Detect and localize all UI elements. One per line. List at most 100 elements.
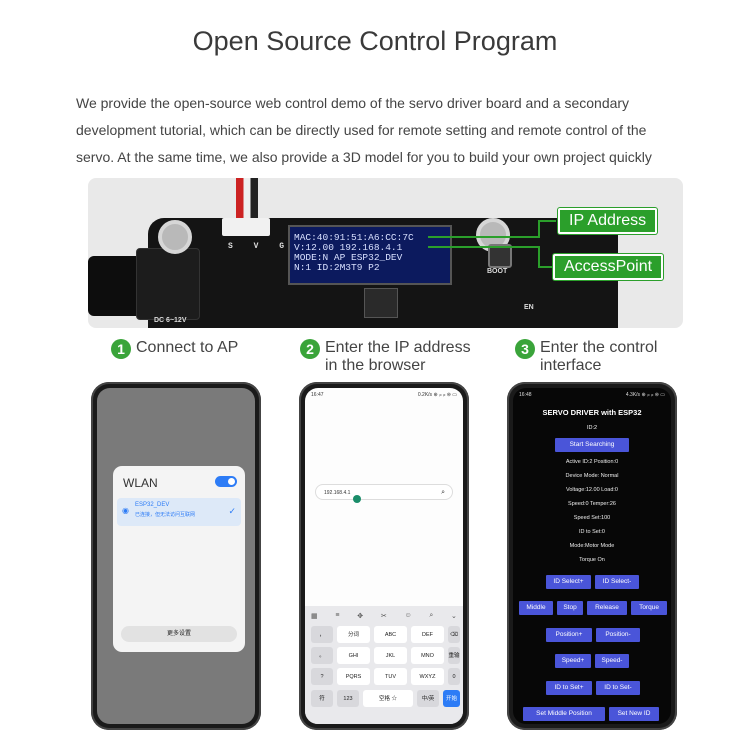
- dc-label: DC 6~12V: [154, 317, 187, 324]
- id-select-plus-button[interactable]: ID Select+: [546, 575, 591, 589]
- lang-key[interactable]: 中/英: [417, 690, 439, 707]
- ip-leader-line: [538, 220, 556, 222]
- key-label: ABC: [384, 632, 397, 638]
- status-bar: 16:47 0.2K/s ⊕ ᵢₗₗ ᵢₗₗ ⊜ ▭: [311, 392, 457, 398]
- pin-label: S V G: [228, 242, 293, 251]
- oled-line: N:1 ID:2M3T9 P2: [294, 262, 380, 273]
- network-item[interactable]: ◉ ESP32_DEV 已连接，但无法访问互联网 ✓: [117, 498, 241, 526]
- boot-label: BOOT: [487, 268, 508, 275]
- step-text: Connect to AP: [136, 339, 239, 356]
- control-title: SERVO DRIVER with ESP32: [542, 408, 642, 417]
- wlan-title: WLAN: [123, 476, 158, 490]
- url-input[interactable]: 192.168.4.1 ⌕: [315, 484, 453, 500]
- key[interactable]: JKL: [374, 647, 407, 664]
- key[interactable]: TUV: [374, 668, 407, 685]
- symbol-key[interactable]: 符: [311, 690, 333, 707]
- go-key[interactable]: 开始: [443, 690, 460, 707]
- key-label: MNO: [421, 653, 434, 659]
- oled-display: MAC:40:91:51:A6:CC:7C V:12.00 192.168.4.…: [288, 225, 452, 285]
- key[interactable]: ，: [311, 626, 333, 643]
- key[interactable]: MNO: [411, 647, 444, 664]
- key[interactable]: 。: [311, 647, 333, 664]
- id-select-minus-button[interactable]: ID Select-: [595, 575, 639, 589]
- url-text: 192.168.4.1: [324, 490, 351, 496]
- middle-button[interactable]: Middle: [519, 601, 553, 615]
- id-to-set-plus-button[interactable]: ID to Set+: [546, 681, 592, 695]
- step-text: Enter the control: [540, 339, 658, 356]
- search-icon[interactable]: ⌕: [429, 612, 434, 619]
- wlan-dialog: WLAN ◉ ESP32_DEV 已连接，但无法访问互联网 ✓ 更多设置: [113, 466, 245, 652]
- text-cursor-handle[interactable]: [353, 495, 361, 503]
- key-label: JKL: [385, 653, 396, 659]
- step-label: Enter the control interface: [540, 339, 657, 375]
- info-line: Torque On: [579, 557, 605, 563]
- phone-control: 16:48 4.3K/s ⊕ ᵢₗₗ ᵢₗₗ ⊜ ▭ SERVO DRIVER …: [507, 382, 677, 730]
- ap-leader-line: [538, 266, 556, 268]
- reset-key[interactable]: 重输: [448, 647, 460, 664]
- move-icon[interactable]: ✥: [357, 613, 364, 620]
- key[interactable]: PQRS: [337, 668, 370, 685]
- scissors-icon[interactable]: ✂: [380, 613, 387, 620]
- phone-screen: WLAN ◉ ESP32_DEV 已连接，但无法访问互联网 ✓ 更多设置: [97, 388, 255, 724]
- phone-screen: 16:47 0.2K/s ⊕ ᵢₗₗ ᵢₗₗ ⊜ ▭ 192.168.4.1 ⌕…: [305, 388, 463, 724]
- key-label: GHI: [348, 653, 359, 659]
- stop-button[interactable]: Stop: [557, 601, 583, 615]
- collapse-icon[interactable]: ⌄: [451, 613, 457, 620]
- number-key[interactable]: 123: [337, 690, 359, 707]
- key[interactable]: ABC: [374, 626, 407, 643]
- backspace-key[interactable]: ⌫: [448, 626, 460, 643]
- oled-line: MODE:N AP ESP32_DEV: [294, 252, 403, 263]
- speed-minus-button[interactable]: Speed-: [595, 654, 629, 668]
- phone-browser: 16:47 0.2K/s ⊕ ᵢₗₗ ᵢₗₗ ⊜ ▭ 192.168.4.1 ⌕…: [299, 382, 469, 730]
- intro-line: servo. At the same time, we also provide…: [76, 149, 652, 165]
- oled-line: MAC:40:91:51:A6:CC:7C: [294, 232, 414, 243]
- emoji-icon[interactable]: ☺: [404, 612, 412, 619]
- key[interactable]: GHI: [337, 647, 370, 664]
- keyboard-toolbar: ▦ ≡ ✥ ✂ ☺ ⌕ ⌄: [311, 612, 457, 620]
- speed-plus-button[interactable]: Speed+: [555, 654, 591, 668]
- menu-icon[interactable]: ≡: [335, 612, 340, 619]
- page-title: Open Source Control Program: [192, 26, 558, 56]
- start-searching-button[interactable]: Start Searching: [555, 438, 629, 452]
- access-point-tag: AccessPoint: [553, 254, 664, 280]
- info-line: Mode:Motor Mode: [569, 543, 615, 549]
- set-new-id-button[interactable]: Set New ID: [609, 707, 659, 721]
- network-status: 已连接，但无法访问互联网: [135, 512, 196, 518]
- step-text: in the browser: [325, 357, 426, 374]
- control-id: ID:2: [586, 425, 598, 431]
- torque-button[interactable]: Torque: [631, 601, 667, 615]
- key-label: WXYZ: [419, 674, 436, 680]
- keyboard: ▦ ≡ ✥ ✂ ☺ ⌕ ⌄ ， 。 ? 分词 ABC DEF ⌫ GHI JKL…: [305, 606, 463, 724]
- search-icon[interactable]: ⌕: [441, 489, 445, 496]
- position-plus-button[interactable]: Position+: [546, 628, 592, 642]
- info-line: Speed Set:100: [573, 515, 611, 521]
- dc-connector: [136, 248, 200, 320]
- set-middle-position-button[interactable]: Set Middle Position: [523, 707, 605, 721]
- status-icons: 4.3K/s ⊕ ᵢₗₗ ᵢₗₗ ⊜ ▭: [625, 392, 665, 398]
- key-label: 分词: [347, 632, 359, 638]
- release-button[interactable]: Release: [587, 601, 627, 615]
- ip-address-tag: IP Address: [558, 208, 658, 234]
- ip-leader-line: [428, 236, 538, 238]
- key[interactable]: WXYZ: [411, 668, 444, 685]
- more-settings-button[interactable]: 更多设置: [121, 626, 237, 642]
- key[interactable]: 分词: [337, 626, 370, 643]
- step-number: 3: [515, 339, 535, 359]
- id-to-set-minus-button[interactable]: ID to Set-: [596, 681, 640, 695]
- en-label: EN: [524, 304, 534, 311]
- space-key[interactable]: 空格 ☆: [363, 690, 413, 707]
- key[interactable]: DEF: [411, 626, 444, 643]
- step-label: Connect to AP: [136, 339, 238, 357]
- mount-hole: [158, 220, 192, 254]
- info-line: Voltage:12.00 Load:0: [566, 487, 618, 493]
- key[interactable]: ?: [311, 668, 333, 685]
- grid-icon[interactable]: ▦: [311, 613, 318, 620]
- intro-paragraph: We provide the open-source web control d…: [76, 90, 716, 171]
- key-label: TUV: [385, 674, 396, 680]
- ap-leader-vertical: [538, 246, 540, 266]
- step-number: 2: [300, 339, 320, 359]
- position-minus-button[interactable]: Position-: [596, 628, 640, 642]
- status-time: 16:47: [311, 392, 324, 398]
- zero-key[interactable]: 0: [448, 668, 460, 685]
- wlan-toggle[interactable]: [215, 476, 237, 487]
